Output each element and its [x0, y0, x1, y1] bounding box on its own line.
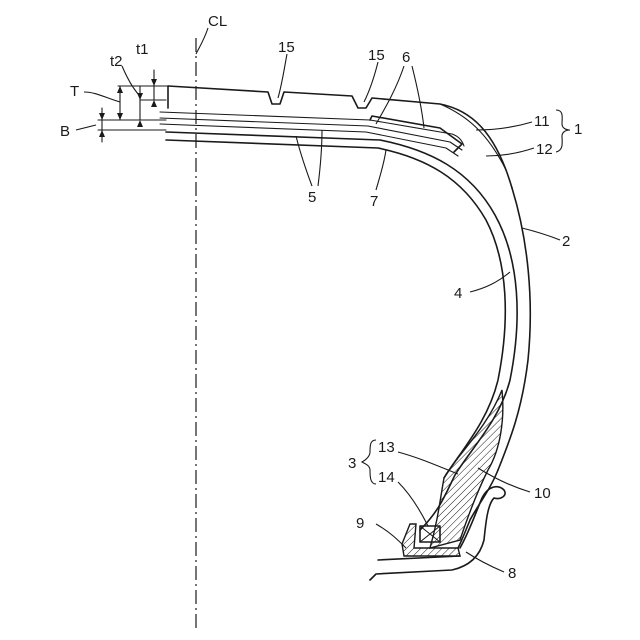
leader-6-a — [376, 66, 404, 124]
leader-5-a — [296, 136, 312, 186]
dim-T-leader — [84, 92, 120, 102]
dim-B-leader — [76, 125, 96, 130]
leader-15-right — [364, 62, 378, 102]
label-12: 12 — [536, 141, 553, 158]
label-6: 6 — [402, 49, 410, 66]
belt-layer-lower — [160, 124, 458, 156]
label-cl: CL — [208, 13, 227, 30]
label-t2: t2 — [110, 53, 123, 70]
leader-11 — [476, 122, 532, 130]
dim-t1-arrow-bottom — [151, 100, 157, 107]
dim-t2-leader — [122, 66, 140, 96]
dim-T-arrow-bottom — [117, 113, 123, 120]
leader-12 — [486, 148, 534, 156]
cl-leader — [196, 28, 208, 54]
belt-reinforce-layer — [370, 116, 462, 152]
dim-t2-arrow-bottom — [137, 120, 143, 127]
dim-T-arrow-top — [117, 86, 123, 93]
label-15-right: 15 — [368, 47, 385, 64]
dim-B-arrow-top — [99, 113, 105, 120]
label-15-left: 15 — [278, 39, 295, 56]
brace-bead-group — [362, 440, 376, 484]
brace-tread-group — [556, 110, 570, 152]
leader-8 — [466, 552, 504, 572]
label-1: 1 — [574, 121, 582, 138]
inner-liner — [166, 140, 505, 478]
leader-14 — [398, 482, 428, 526]
dim-t1-arrow-top — [151, 79, 157, 86]
label-3: 3 — [348, 455, 356, 472]
tread-layer-boundary — [440, 104, 506, 170]
label-10: 10 — [534, 485, 551, 502]
label-14: 14 — [378, 469, 395, 486]
label-T: T — [70, 83, 79, 100]
tread-surface — [168, 86, 512, 188]
label-13: 13 — [378, 439, 395, 456]
label-7: 7 — [370, 193, 378, 210]
label-8: 8 — [508, 565, 516, 582]
leader-13 — [398, 452, 458, 474]
bead-filler — [430, 390, 503, 548]
leader-2 — [522, 228, 560, 240]
label-9: 9 — [356, 515, 364, 532]
label-t1: t1 — [136, 41, 149, 58]
leader-7 — [376, 150, 386, 190]
leader-6-b — [412, 66, 424, 128]
label-4: 4 — [454, 285, 462, 302]
label-B: B — [60, 123, 70, 140]
label-2: 2 — [562, 233, 570, 250]
label-5: 5 — [308, 189, 316, 206]
label-11: 11 — [534, 113, 550, 130]
dim-B-arrow-bottom — [99, 130, 105, 137]
